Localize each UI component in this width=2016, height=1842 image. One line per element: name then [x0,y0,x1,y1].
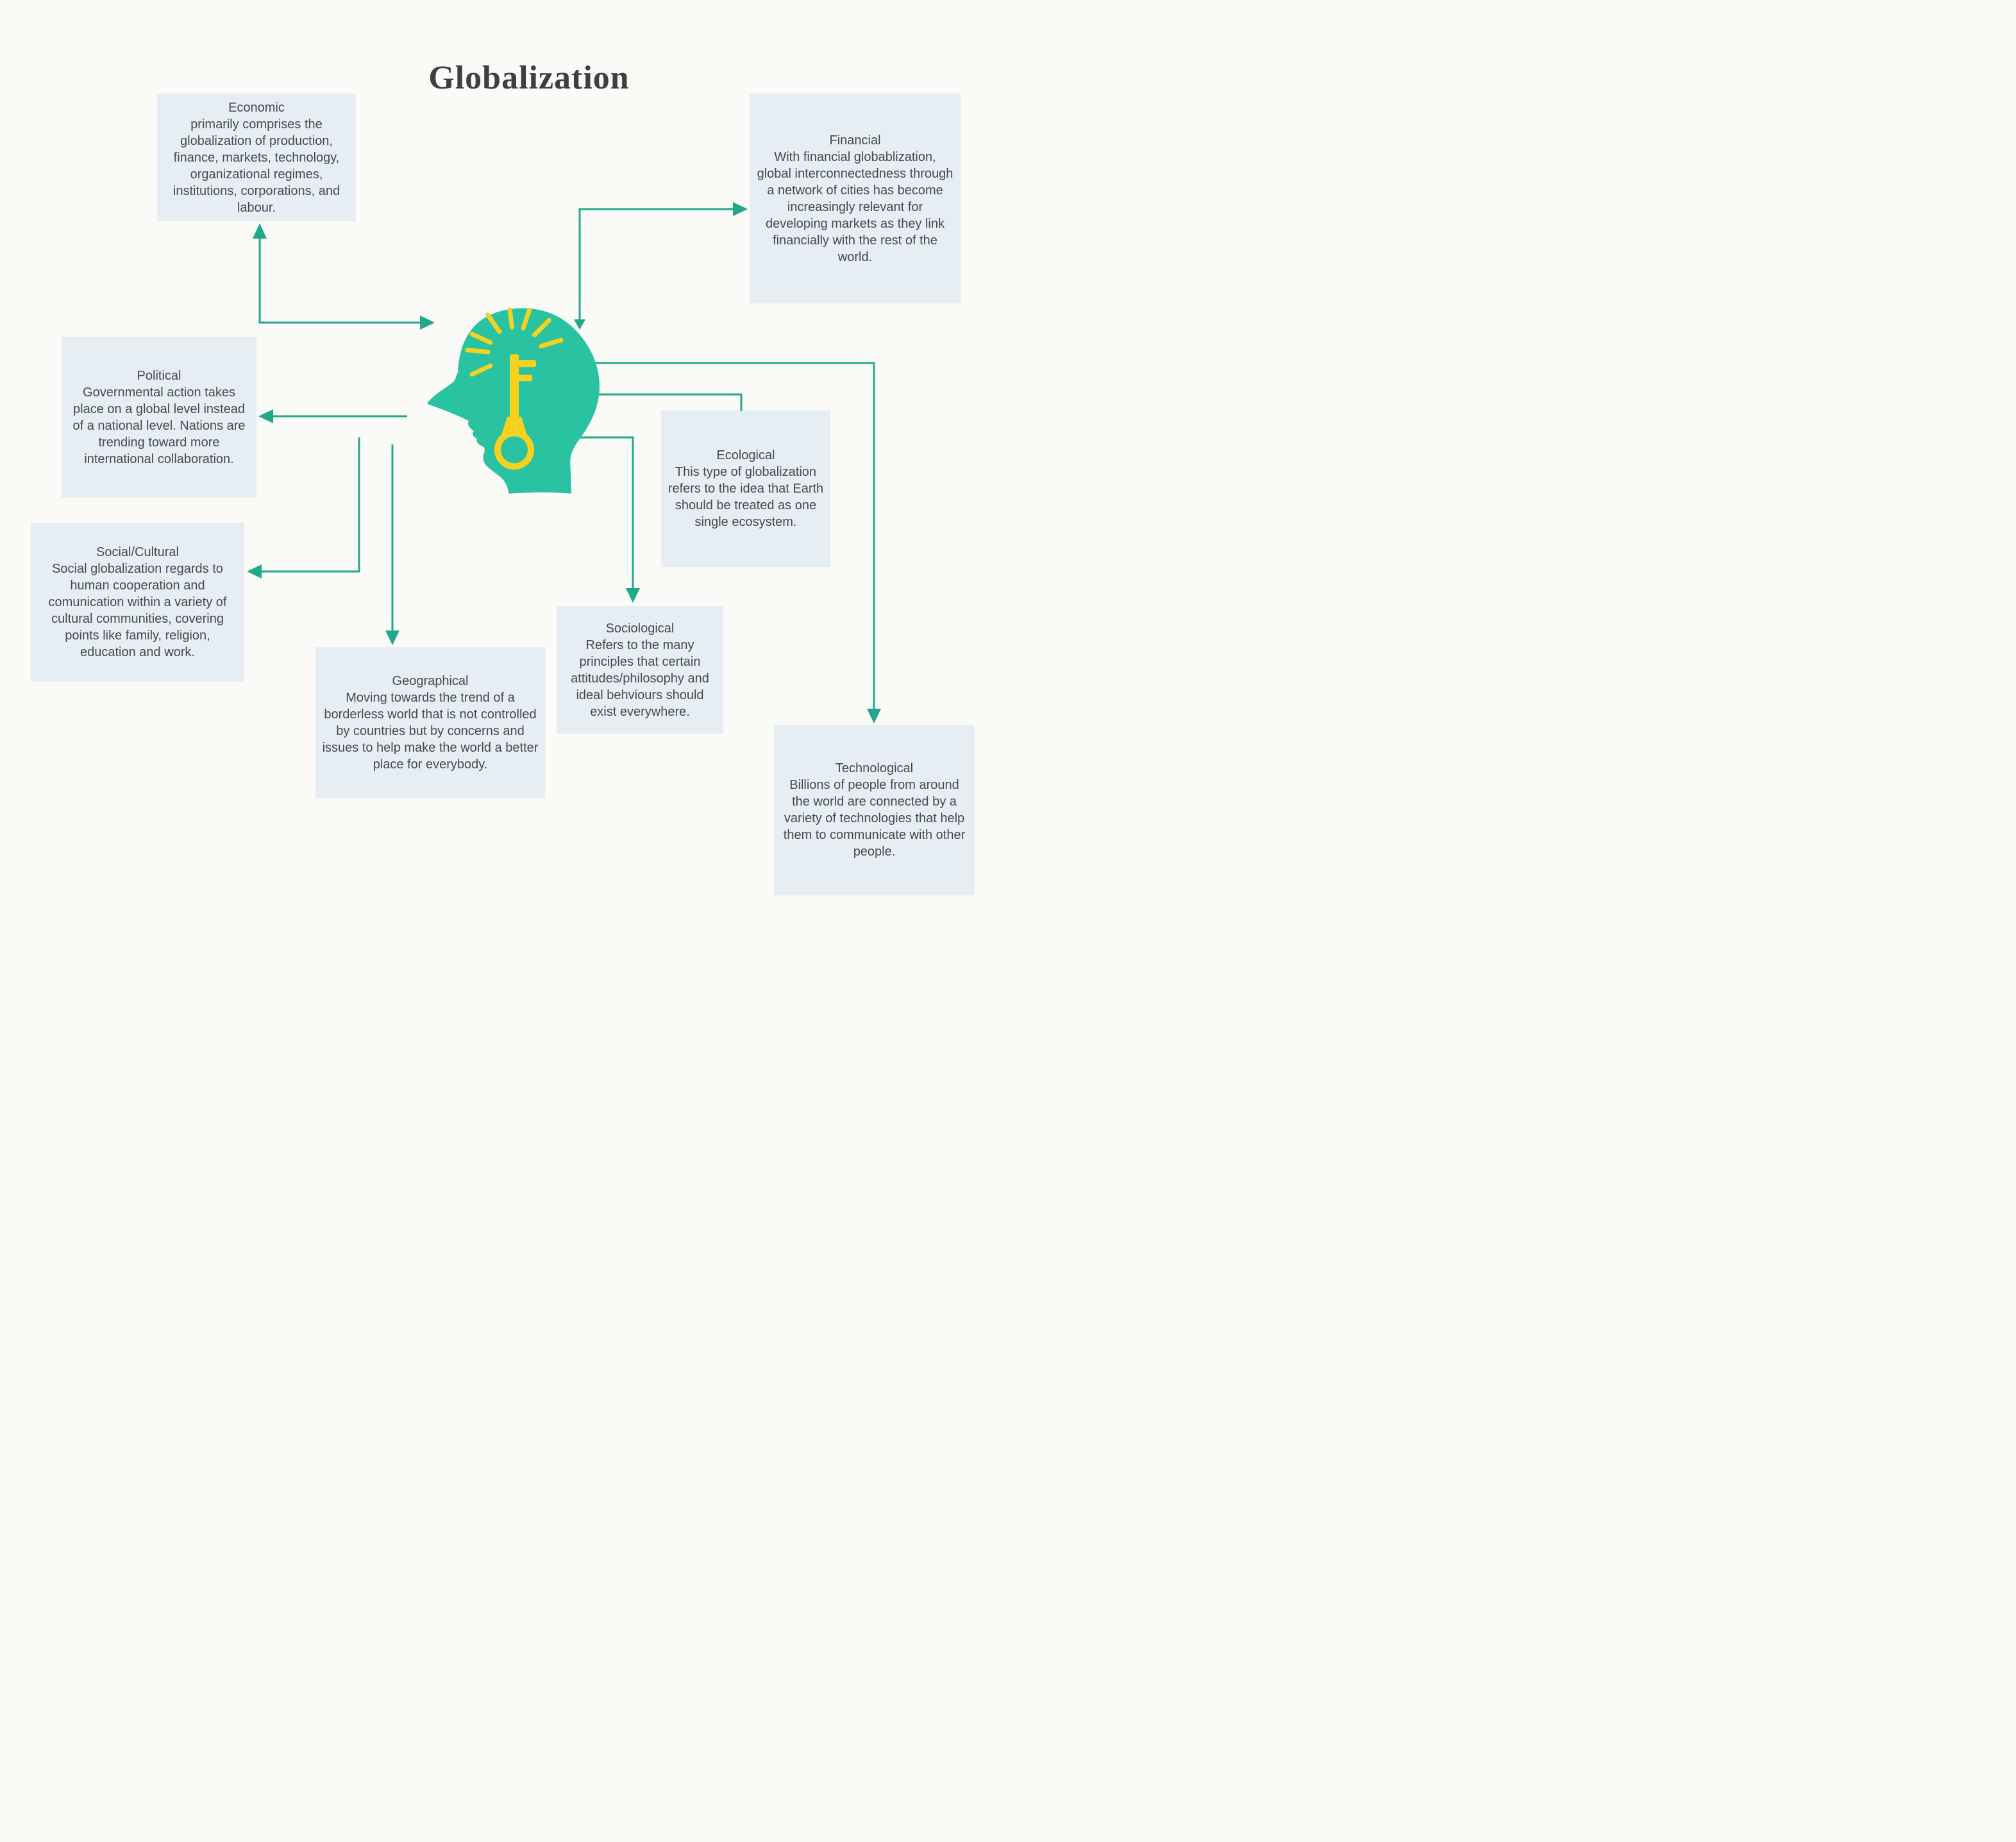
node-ecological: Ecological This type of globalization re… [661,410,830,567]
node-label: Economic [228,100,285,115]
node-body: Refers to the many principles that certa… [571,638,709,719]
center-illustration [427,306,601,494]
node-label: Technological [835,761,914,775]
node-label: Financial [829,133,881,148]
arrowhead-right-icon [420,316,435,330]
node-body: Moving towards the trend of a borderless… [322,691,539,772]
node-label: Social/Cultural [96,545,179,559]
key-icon [494,354,536,470]
arrowhead-left-icon [247,564,262,579]
node-label: Sociological [605,621,675,636]
connector-geographical [385,444,399,645]
node-financial: Financial With financial globablization,… [750,94,961,303]
connector-political [258,409,407,423]
node-technological: Technological Billions of people from ar… [774,725,975,895]
connector-financial-line [578,208,736,322]
arrowhead-up-icon [253,223,267,239]
arrowhead-down-icon [867,709,881,723]
connector-economic [253,223,435,330]
head-profile-icon [427,307,600,494]
node-body: With financial globablization, global in… [757,149,953,264]
node-body: Social globalization regards to human co… [48,562,227,659]
globalization-mind-map: Globalization [0,0,1008,921]
connector-sociological [564,436,640,603]
connector-technological-line [589,362,875,711]
node-geographical: Geographical Moving towards the trend of… [315,647,545,798]
node-political: Political Governmental action takes plac… [62,337,256,498]
arrowhead-down-icon [385,630,399,645]
node-body: Billions of people from around the world… [783,778,966,859]
node-social-cultural: Social/Cultural Social globalization reg… [31,523,244,682]
connector-technological [589,362,881,723]
node-body: Governmental action takes place on a glo… [72,385,246,466]
connector-social-line [258,437,360,573]
connector-social-cultural [247,437,360,579]
node-label: Ecological [716,448,775,462]
connector-ecological [591,393,743,411]
node-sociological: Sociological Refers to the many principl… [557,606,723,734]
arrowhead-right-icon [733,202,748,216]
connector-lines [247,202,881,723]
connector-economic-line [258,228,423,324]
node-label: Political [137,368,181,383]
page-title: Globalization [428,60,630,96]
node-economic: Economic primarily comprises the globali… [157,94,356,221]
node-body: This type of globalization refers to the… [668,465,824,529]
light-rays-icon [465,307,564,377]
node-body: primarily comprises the globalization of… [172,117,340,215]
connector-financial [578,202,748,322]
arrowhead-left-icon [258,409,273,423]
connector-sociological-line [564,436,634,590]
arrowhead-down-icon [626,588,640,603]
connector-ecological-line [591,393,743,411]
node-label: Geographical [392,674,469,688]
